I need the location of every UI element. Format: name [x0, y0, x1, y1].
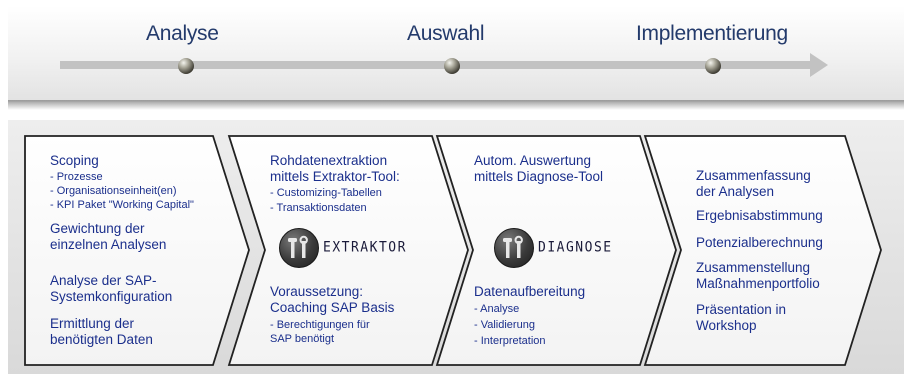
- step1-analyse-line1: Analyse der SAP-: [50, 273, 157, 288]
- step1-gewichtung-line2: einzelnen Analysen: [50, 237, 167, 252]
- step3-subheading: Datenaufbereitung: [474, 284, 586, 299]
- timeline-shadow: [8, 100, 904, 110]
- step4-praesentation-line1: Präsentation in: [696, 302, 787, 317]
- step1-bullet-prozesse: - Prozesse: [50, 171, 103, 183]
- extraktor-tool-icon: [279, 228, 319, 268]
- milestone-auswahl-icon: [444, 58, 460, 74]
- milestone-analyse-icon: [178, 58, 194, 74]
- timeline-arrow: [60, 53, 828, 77]
- step4-zusammenfassung-line2: der Analysen: [696, 184, 775, 199]
- step3-heading-line1: Autom. Auswertung: [474, 153, 592, 168]
- phase-label-auswahl: Auswahl: [407, 22, 485, 45]
- extraktor-tool-name: EXTRAKTOR: [323, 239, 407, 256]
- step4-praesentation-line2: Workshop: [696, 318, 757, 333]
- timeline-shaft: [60, 61, 812, 69]
- chevron-step3: [435, 135, 677, 366]
- timeline-arrowhead: [810, 53, 828, 77]
- step1-gewichtung-line1: Gewichtung der: [50, 221, 145, 236]
- step2-prereq-line1: Voraussetzung:: [270, 284, 364, 299]
- chevron-step2: [227, 135, 469, 366]
- chevron-step4: [643, 135, 882, 366]
- step3-bullet-analyse: - Analyse: [474, 303, 520, 315]
- phase-label-analyse: Analyse: [146, 22, 219, 45]
- step1-bullet-kpi: - KPI Paket "Working Capital": [50, 199, 194, 211]
- step2-heading-line1: Rohdatenextraktion: [270, 153, 388, 168]
- step1-ermittlung-line2: benötigten Daten: [50, 332, 153, 347]
- step2-prereq-bullet-line2: SAP benötigt: [270, 333, 335, 345]
- step2-heading-line2: mittels Extraktor-Tool:: [270, 169, 400, 184]
- phase-label-implementierung: Implementierung: [636, 22, 788, 45]
- step2-bullet-transaktionsdaten: - Transaktionsdaten: [270, 202, 367, 214]
- step1-bullet-organisation: - Organisationseinheit(en): [50, 185, 177, 197]
- diagnose-tool-name: DIAGNOSE: [538, 239, 613, 256]
- step4-zusammenstellung-line2: Maßnahmenportfolio: [696, 276, 820, 291]
- step2-prereq-line2: Coaching SAP Basis: [270, 300, 395, 315]
- step4-zusammenstellung-line1: Zusammenstellung: [696, 260, 811, 275]
- step1-scoping-heading: Scoping: [50, 153, 99, 168]
- step3-bullet-interpretation: - Interpretation: [474, 335, 546, 347]
- chevron-step1: [24, 135, 250, 366]
- step4-zusammenfassung-line1: Zusammenfassung: [696, 168, 811, 183]
- diagnose-tool-icon: [494, 228, 534, 268]
- step4-potenzialberechnung: Potenzialberechnung: [696, 235, 823, 250]
- milestone-implementierung-icon: [705, 58, 721, 74]
- timeline-band: [8, 6, 904, 102]
- step1-ermittlung-line1: Ermittlung der: [50, 316, 135, 331]
- step4-ergebnisabstimmung: Ergebnisabstimmung: [696, 208, 823, 223]
- step2-bullet-customizing: - Customizing-Tabellen: [270, 187, 382, 199]
- step3-heading-line2: mittels Diagnose-Tool: [474, 169, 604, 184]
- step2-prereq-bullet-line1: - Berechtigungen für: [270, 319, 370, 331]
- step3-bullet-validierung: - Validierung: [474, 319, 535, 331]
- step1-analyse-line2: Systemkonfiguration: [50, 289, 173, 304]
